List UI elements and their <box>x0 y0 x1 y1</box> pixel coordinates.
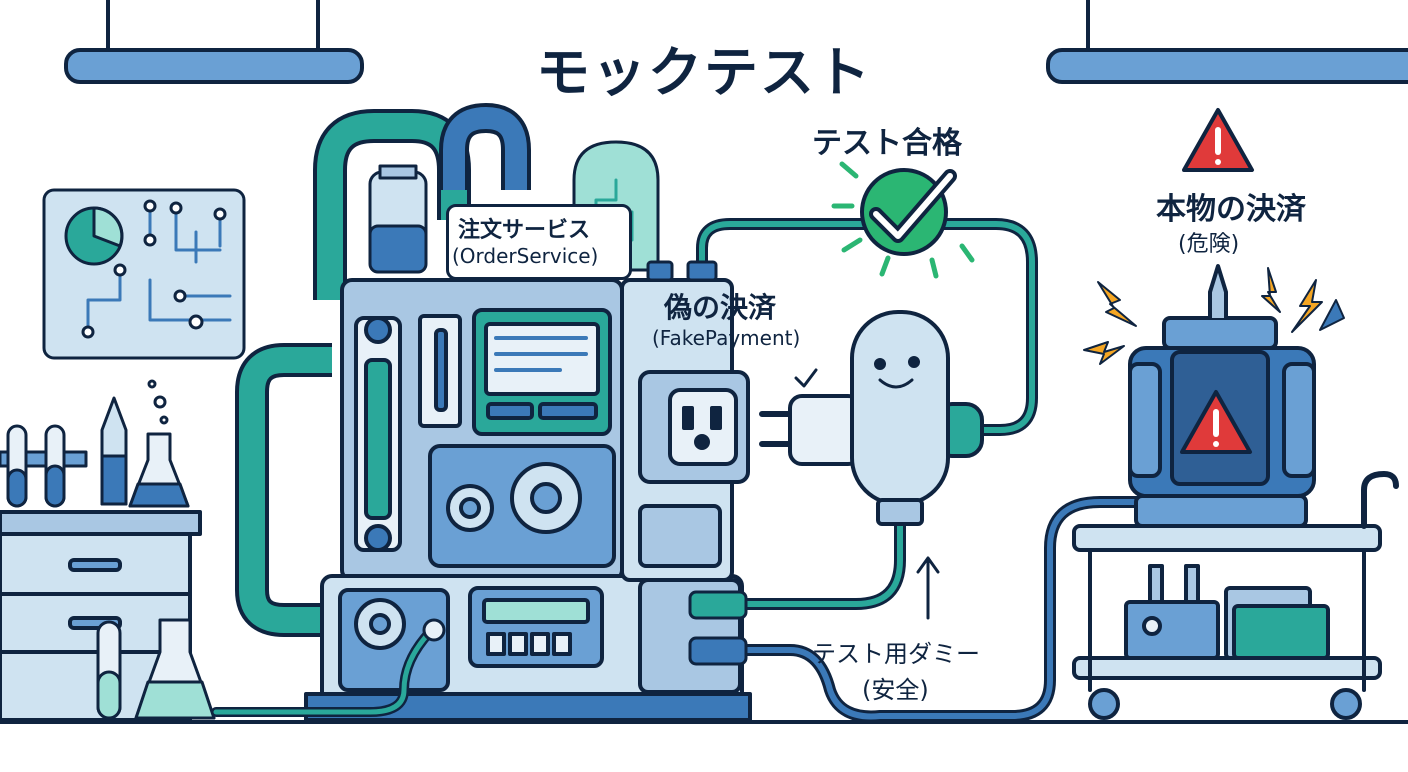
real-payment-note: (危険) <box>1178 232 1240 257</box>
ceiling-lamp-right <box>1046 0 1408 84</box>
arrow-up-icon <box>916 556 940 620</box>
circuit-board-icon <box>42 188 246 360</box>
pipes <box>235 103 531 637</box>
test-dummy-label: テスト用ダミー <box>812 640 980 668</box>
lightning-icon <box>1083 267 1345 365</box>
cables <box>211 218 1156 723</box>
ceiling-lamp-left <box>64 0 364 84</box>
real-payment-label: 本物の決済 <box>1156 192 1306 227</box>
order-service-label-box <box>446 204 632 280</box>
utility-cart <box>1072 471 1399 720</box>
test-tube-icon <box>100 396 128 506</box>
warning-icon-transformer <box>1180 390 1252 454</box>
fake-payment-en-label: (FakePayment) <box>652 326 801 350</box>
bottle <box>368 164 428 274</box>
small-check-mark <box>794 368 818 388</box>
plug-icon <box>759 310 984 526</box>
test-tube-rack <box>0 424 88 508</box>
fake-payment-label: 偽の決済 <box>664 291 777 324</box>
flask-icon-floor <box>96 618 216 720</box>
real-payment-transformer <box>1128 264 1316 528</box>
electrical-outlet-icon <box>668 388 738 466</box>
warning-icon <box>1182 108 1254 172</box>
checkmark-icon <box>831 161 975 279</box>
gear-icon <box>354 462 582 650</box>
order-service-label: 注文サービス <box>458 218 591 243</box>
page-title: モックテスト <box>536 41 872 104</box>
flask-icon <box>128 379 190 508</box>
test-dummy-note: (安全) <box>862 676 929 704</box>
order-service-en-label: (OrderService) <box>452 244 599 268</box>
test-passed-label: テスト合格 <box>812 126 962 161</box>
cable-connectors <box>422 260 748 666</box>
